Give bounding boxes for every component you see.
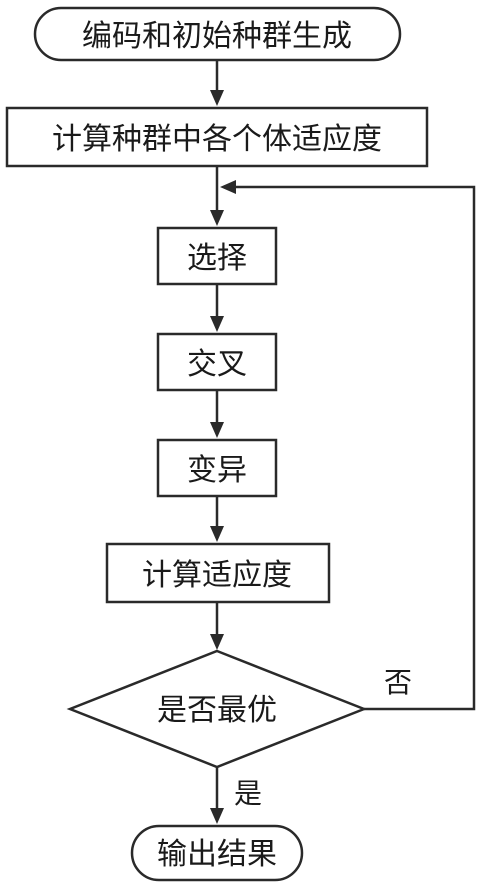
- arrowhead: [220, 180, 236, 194]
- crossover-box: [156, 332, 278, 392]
- arrowhead: [210, 526, 224, 542]
- end-label: 输出结果: [157, 837, 277, 872]
- fitness-label: 计算适应度: [142, 558, 292, 593]
- start-label: 编码和初始种群生成: [82, 19, 352, 54]
- edge-no-loop: [234, 185, 476, 711]
- mutation-label: 变异: [187, 453, 247, 488]
- decision-label: 是否最优: [157, 693, 277, 728]
- arrowhead: [210, 316, 224, 332]
- arrowhead: [210, 210, 224, 226]
- arrowhead: [210, 90, 224, 106]
- fitness-all-box: [5, 106, 429, 168]
- no-label: 否: [384, 666, 412, 699]
- select-label: 选择: [187, 241, 247, 276]
- crossover-label: 交叉: [187, 347, 247, 382]
- arrowhead: [210, 634, 224, 650]
- arrowhead: [210, 808, 224, 824]
- fitness-box: [105, 542, 331, 604]
- arrowhead: [210, 422, 224, 438]
- fitness-all-label: 计算种群中各个体适应度: [52, 122, 382, 157]
- yes-label: 是: [234, 777, 262, 810]
- end-terminal: [130, 824, 304, 882]
